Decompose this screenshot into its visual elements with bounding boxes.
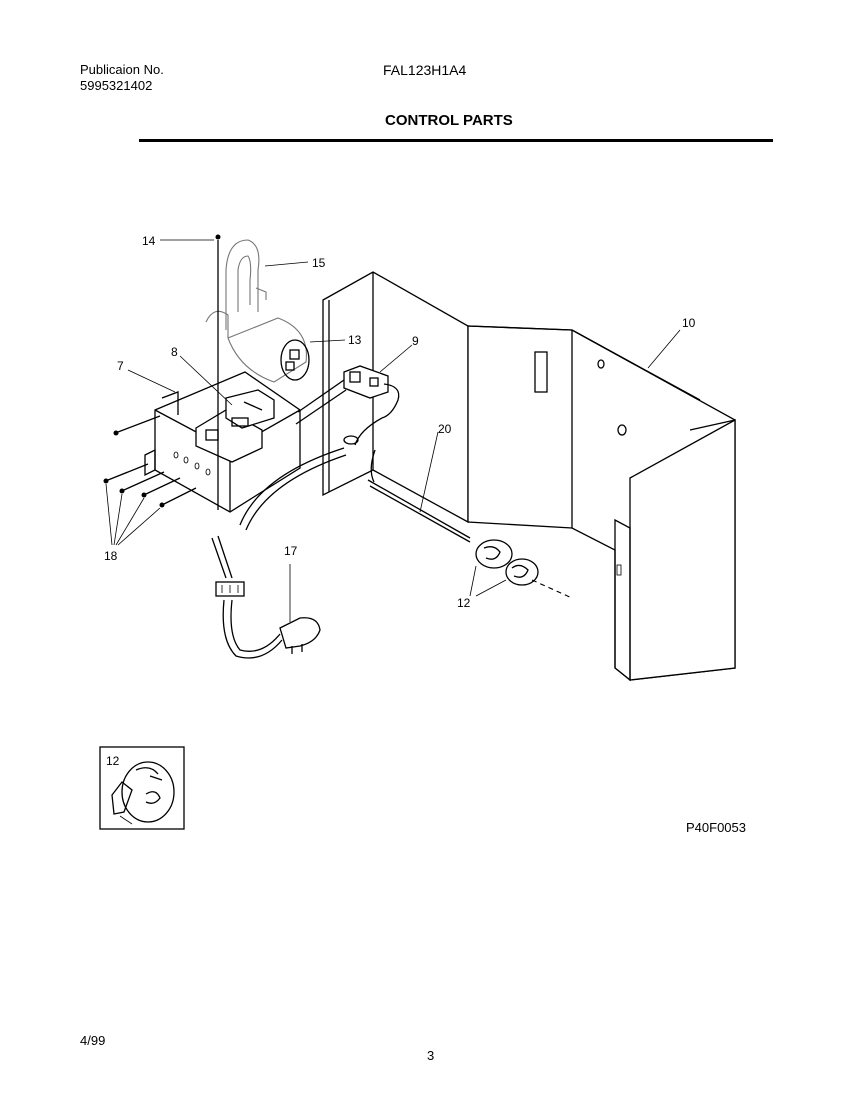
callout-8: 8 [171, 345, 178, 359]
callout-labels: 14 15 13 9 10 7 8 20 18 17 12 [104, 234, 696, 610]
callout-17: 17 [284, 544, 298, 558]
callout-7: 7 [117, 359, 124, 373]
page-number: 3 [427, 1048, 435, 1063]
power-cord [222, 599, 321, 659]
selector-switch [195, 389, 275, 463]
revision-date: 4/99 [80, 1033, 106, 1048]
inset-callout-12: 12 [106, 754, 120, 768]
thermostat [343, 365, 400, 446]
mounting-screws [103, 415, 197, 508]
publication-label: Publicaion No. [80, 62, 164, 77]
callout-20: 20 [438, 422, 452, 436]
section-title: CONTROL PARTS [385, 112, 513, 129]
callout-9: 9 [412, 334, 419, 348]
capacitor [205, 310, 310, 383]
diagram-code: P40F0053 [686, 820, 746, 835]
publication-number: 5995321402 [80, 78, 153, 93]
model-number: FAL123H1A4 [383, 62, 467, 78]
knob-inset: 12 [99, 746, 185, 830]
callout-12: 12 [457, 596, 471, 610]
callout-18: 18 [104, 549, 118, 563]
thermostat-sensor [367, 449, 471, 543]
capacitor-bracket [225, 239, 267, 330]
wire-harness [211, 379, 347, 597]
callout-14: 14 [142, 234, 156, 248]
callout-15: 15 [312, 256, 326, 270]
screw [215, 234, 221, 510]
callout-13: 13 [348, 333, 362, 347]
callout-10: 10 [682, 316, 696, 330]
header-rule [139, 139, 773, 142]
leader-lines [105, 239, 681, 622]
control-panel-housing [322, 271, 736, 682]
control-knobs [475, 539, 573, 599]
